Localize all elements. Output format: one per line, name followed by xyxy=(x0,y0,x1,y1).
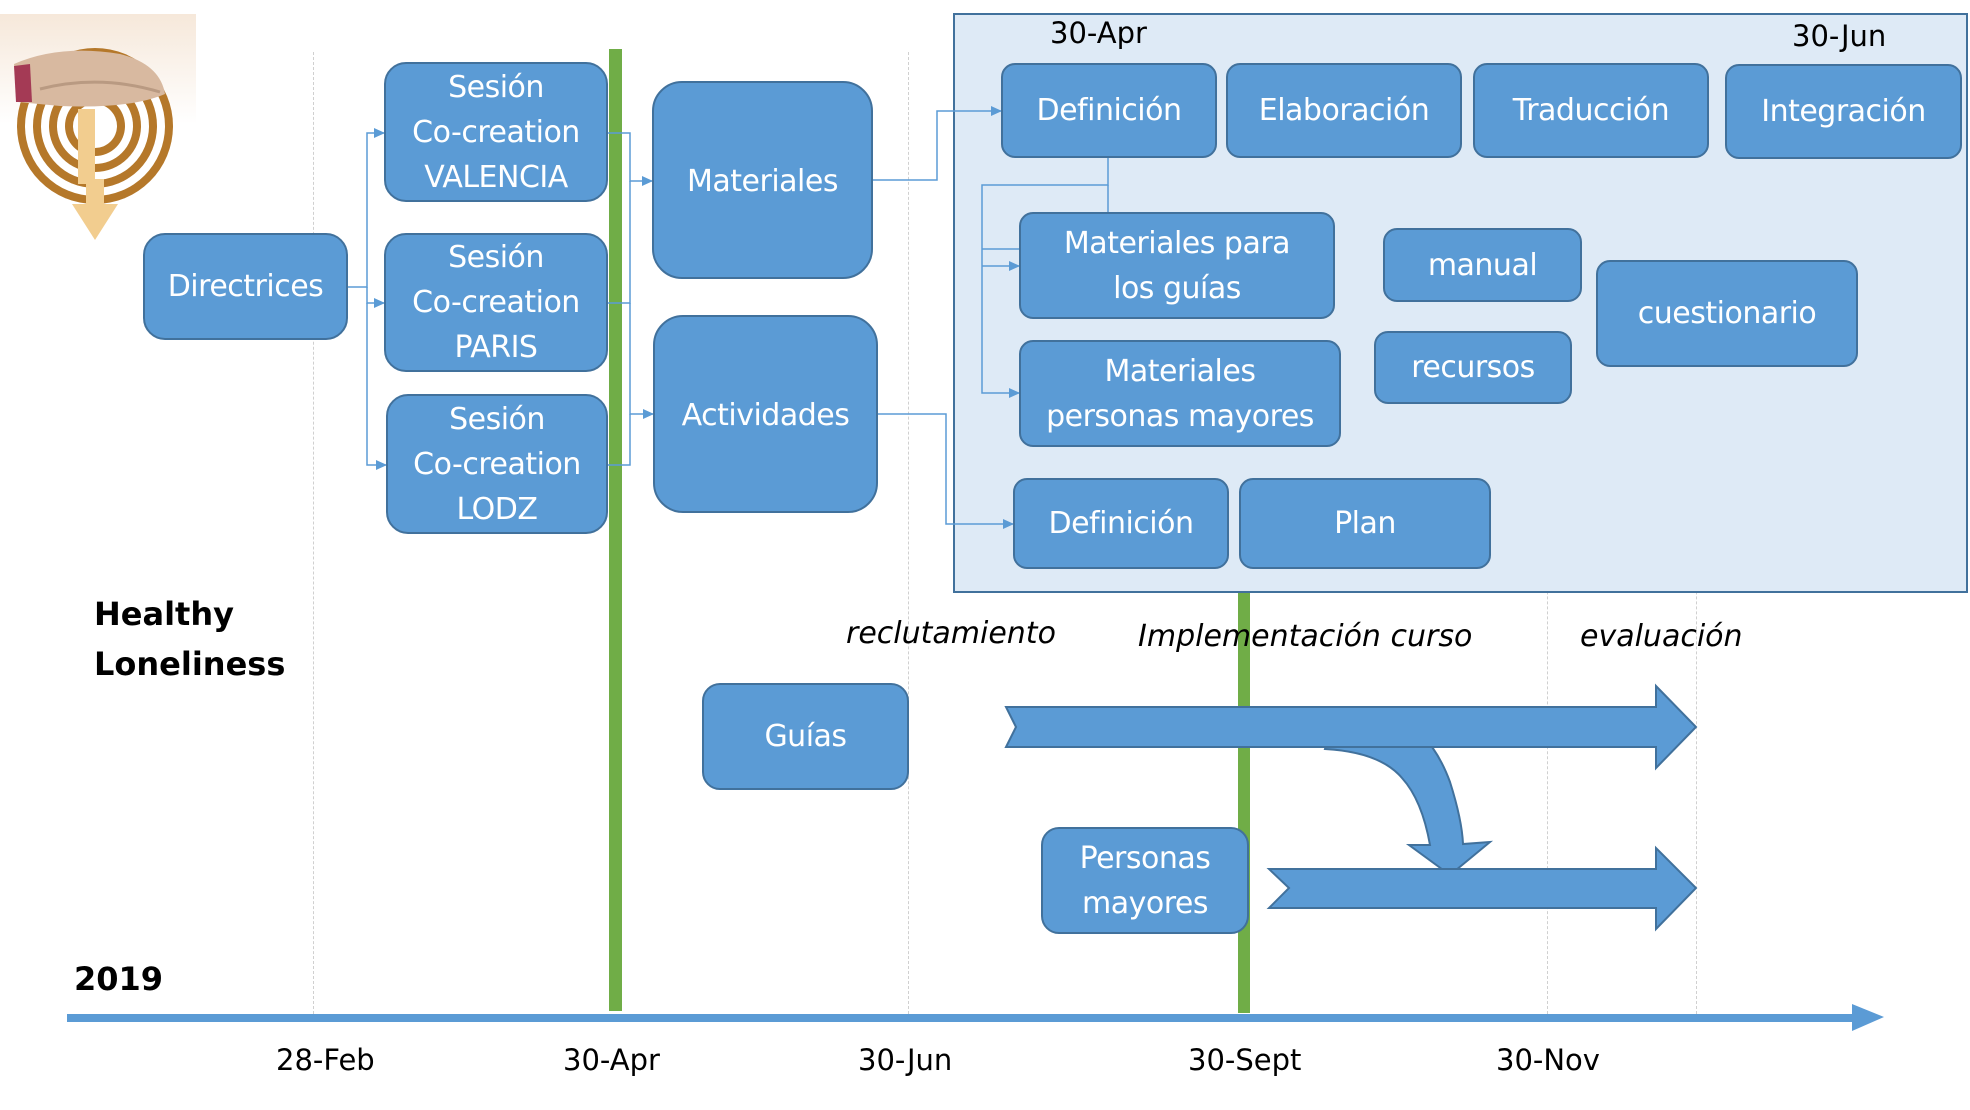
guias-timeline-arrow xyxy=(1004,683,1698,771)
phase-label: Elaboración xyxy=(1258,93,1430,128)
tick-30-sept: 30-Sept xyxy=(1188,1043,1302,1077)
manual-label: manual xyxy=(1427,247,1538,283)
phase-definicion-box[interactable]: Definición xyxy=(1001,63,1217,158)
maze-hands-logo xyxy=(0,14,196,240)
panel-end-date: 30-Jun xyxy=(1792,19,1887,53)
materiales-mayores-line2: personas mayores xyxy=(1046,398,1314,434)
milestone-30-apr xyxy=(609,49,622,1011)
tick-30-nov: 30-Nov xyxy=(1496,1043,1600,1077)
phase-traduccion-box[interactable]: Traducción xyxy=(1473,63,1709,158)
session-label: Sesión xyxy=(448,240,544,275)
cuestionario-box[interactable]: cuestionario xyxy=(1596,260,1858,367)
session-city: LODZ xyxy=(456,491,538,527)
connector-valencia-materiales xyxy=(608,132,653,186)
session-city: VALENCIA xyxy=(424,159,568,195)
label-evaluacion: evaluación xyxy=(1580,619,1743,654)
tick-30-apr: 30-Apr xyxy=(563,1043,660,1077)
personas-mayores-box[interactable]: Personas mayores xyxy=(1041,827,1249,934)
gridline-28-feb xyxy=(313,52,314,1014)
mayores-timeline-arrow xyxy=(1266,845,1698,932)
cuestionario-label: cuestionario xyxy=(1637,296,1817,331)
label-implementacion-curso: Implementación curso xyxy=(1138,619,1473,654)
project-title-line2: Loneliness xyxy=(94,645,286,683)
connector-directrices-valencia xyxy=(348,128,385,288)
gridline-30-jun xyxy=(908,52,909,1014)
materiales-guias-box[interactable]: Materiales para los guías xyxy=(1019,212,1335,319)
connector-paris-actividades xyxy=(629,303,654,419)
guias-box[interactable]: Guías xyxy=(702,683,909,790)
connector-directrices-paris xyxy=(366,287,385,308)
materiales-guias-line2: los guías xyxy=(1113,270,1241,306)
phase-elaboracion-box[interactable]: Elaboración xyxy=(1226,63,1462,158)
actividades-plan-box[interactable]: Plan xyxy=(1239,478,1491,569)
connector-paris-join xyxy=(608,181,631,304)
actividades-plan-label: Plan xyxy=(1334,506,1396,541)
materiales-mayores-box[interactable]: Materiales personas mayores xyxy=(1019,340,1341,447)
connector-directrices-lodz xyxy=(366,303,387,470)
connector-actividades-definicion xyxy=(878,413,1014,529)
session-type: Co-creation xyxy=(412,114,580,150)
year-label: 2019 xyxy=(74,960,164,998)
directrices-label: Directrices xyxy=(167,269,324,304)
session-type: Co-creation xyxy=(413,446,581,482)
session-label: Sesión xyxy=(449,401,545,437)
actividades-definicion-label: Definición xyxy=(1048,506,1195,541)
connector-materiales-definicion xyxy=(873,106,1002,181)
personas-mayores-line1: Personas xyxy=(1079,840,1211,876)
project-title: Healthy Loneliness xyxy=(94,589,285,689)
materiales-box[interactable]: Materiales xyxy=(652,81,873,279)
session-valencia-box[interactable]: Sesión Co-creation VALENCIA xyxy=(384,62,608,202)
materiales-label: Materiales xyxy=(687,164,838,199)
manual-box[interactable]: manual xyxy=(1383,228,1582,302)
materiales-guias-line1: Materiales para xyxy=(1063,225,1291,261)
session-city: PARIS xyxy=(454,330,538,365)
project-title-line1: Healthy xyxy=(94,595,234,633)
guias-label: Guías xyxy=(764,719,847,754)
phase-label: Traducción xyxy=(1512,93,1670,128)
recursos-box[interactable]: recursos xyxy=(1374,331,1572,404)
session-type: Co-creation xyxy=(412,285,580,320)
tick-30-jun: 30-Jun xyxy=(858,1043,953,1077)
timeline-arrowhead xyxy=(1852,1004,1884,1031)
session-paris-box[interactable]: Sesión Co-creation PARIS xyxy=(384,233,608,372)
actividades-definicion-box[interactable]: Definición xyxy=(1013,478,1229,569)
recursos-label: recursos xyxy=(1411,350,1535,385)
phase-integracion-box[interactable]: Integración xyxy=(1725,64,1962,159)
connector-lodz-actividades xyxy=(608,414,631,466)
phase-label: Definición xyxy=(1036,93,1183,128)
session-label: Sesión xyxy=(448,69,544,105)
personas-mayores-line2: mayores xyxy=(1082,885,1208,921)
connector-definicion-branch xyxy=(981,158,1109,398)
tick-28-feb: 28-Feb xyxy=(276,1043,375,1077)
label-reclutamiento: reclutamiento xyxy=(846,616,1056,651)
maze-icon xyxy=(0,14,196,240)
actividades-label: Actividades xyxy=(681,398,850,433)
panel-start-date: 30-Apr xyxy=(1050,16,1147,50)
directrices-box[interactable]: Directrices xyxy=(143,233,348,340)
materiales-mayores-line1: Materiales xyxy=(1104,353,1256,389)
session-lodz-box[interactable]: Sesión Co-creation LODZ xyxy=(386,394,608,534)
actividades-box[interactable]: Actividades xyxy=(653,315,878,513)
phase-label: Integración xyxy=(1761,94,1926,129)
